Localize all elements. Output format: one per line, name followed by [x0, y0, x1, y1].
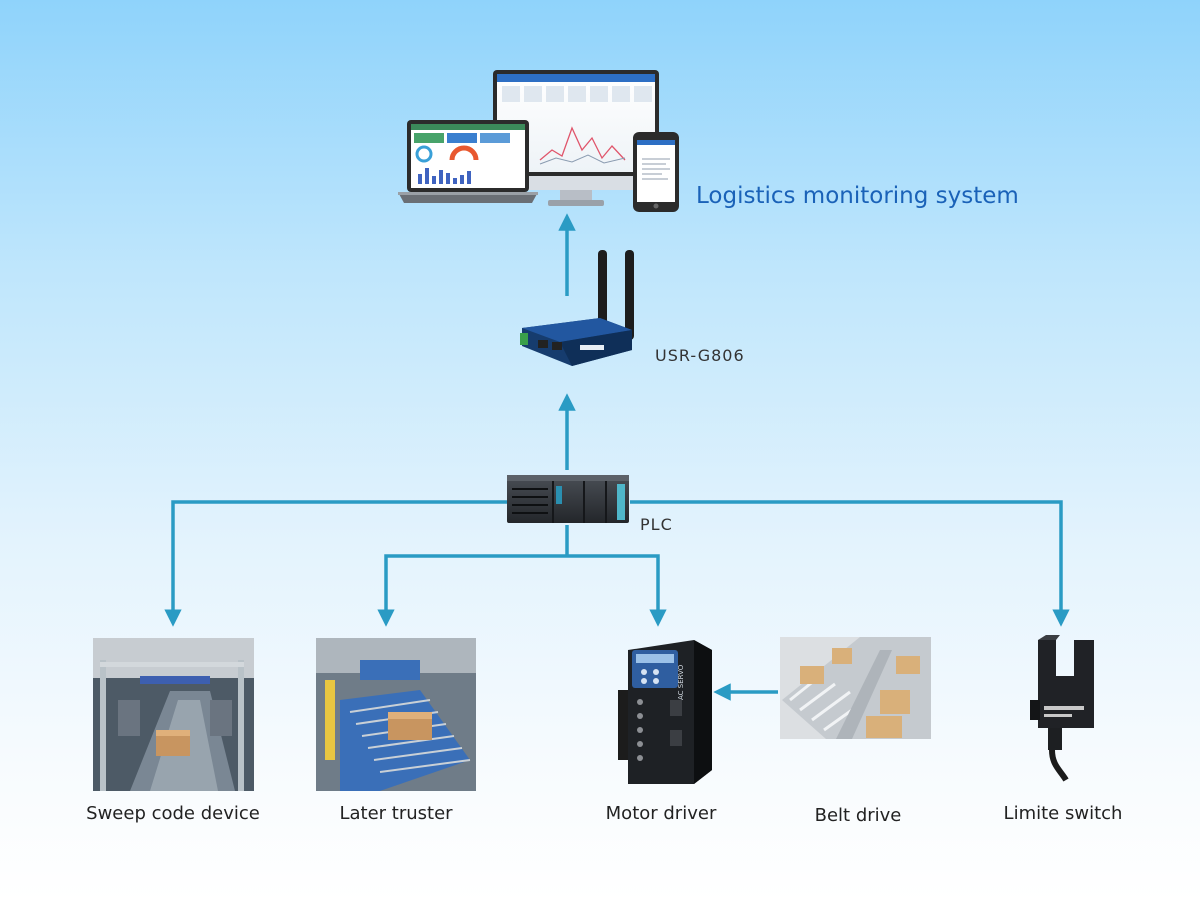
router-illustration — [520, 250, 634, 366]
belt-drive-label: Belt drive — [814, 805, 902, 826]
sweep-code-device-label: Sweep code device — [86, 803, 260, 824]
gateway-label: USR-G806 — [655, 346, 745, 365]
arrow-plc-to-limite-switch — [630, 500, 1070, 627]
sweep-code-device-image — [93, 638, 254, 791]
motor-driver-image — [618, 640, 712, 784]
limite-switch-image — [1030, 635, 1094, 782]
later-truster-label: Later truster — [339, 803, 453, 824]
plc-illustration — [507, 475, 629, 523]
connectors — [164, 213, 1070, 701]
later-truster-image — [316, 638, 476, 791]
arrow-plc-to-motor-driver — [567, 554, 667, 627]
system-title: Logistics monitoring system — [696, 183, 1019, 209]
plc-label: PLC — [640, 515, 673, 534]
laptop-icon — [398, 120, 538, 203]
limite-switch-label: Limite switch — [1003, 803, 1123, 824]
motor-driver-label: Motor driver — [605, 803, 717, 824]
monitoring-devices-illustration — [398, 70, 679, 212]
arrow-plc-to-sweep-code-device — [164, 500, 507, 627]
arrow-plc-to-later-truster — [377, 554, 567, 627]
smartphone-icon — [633, 132, 679, 212]
servo-badge: AC SERVO — [677, 664, 685, 700]
belt-drive-image — [780, 637, 931, 739]
